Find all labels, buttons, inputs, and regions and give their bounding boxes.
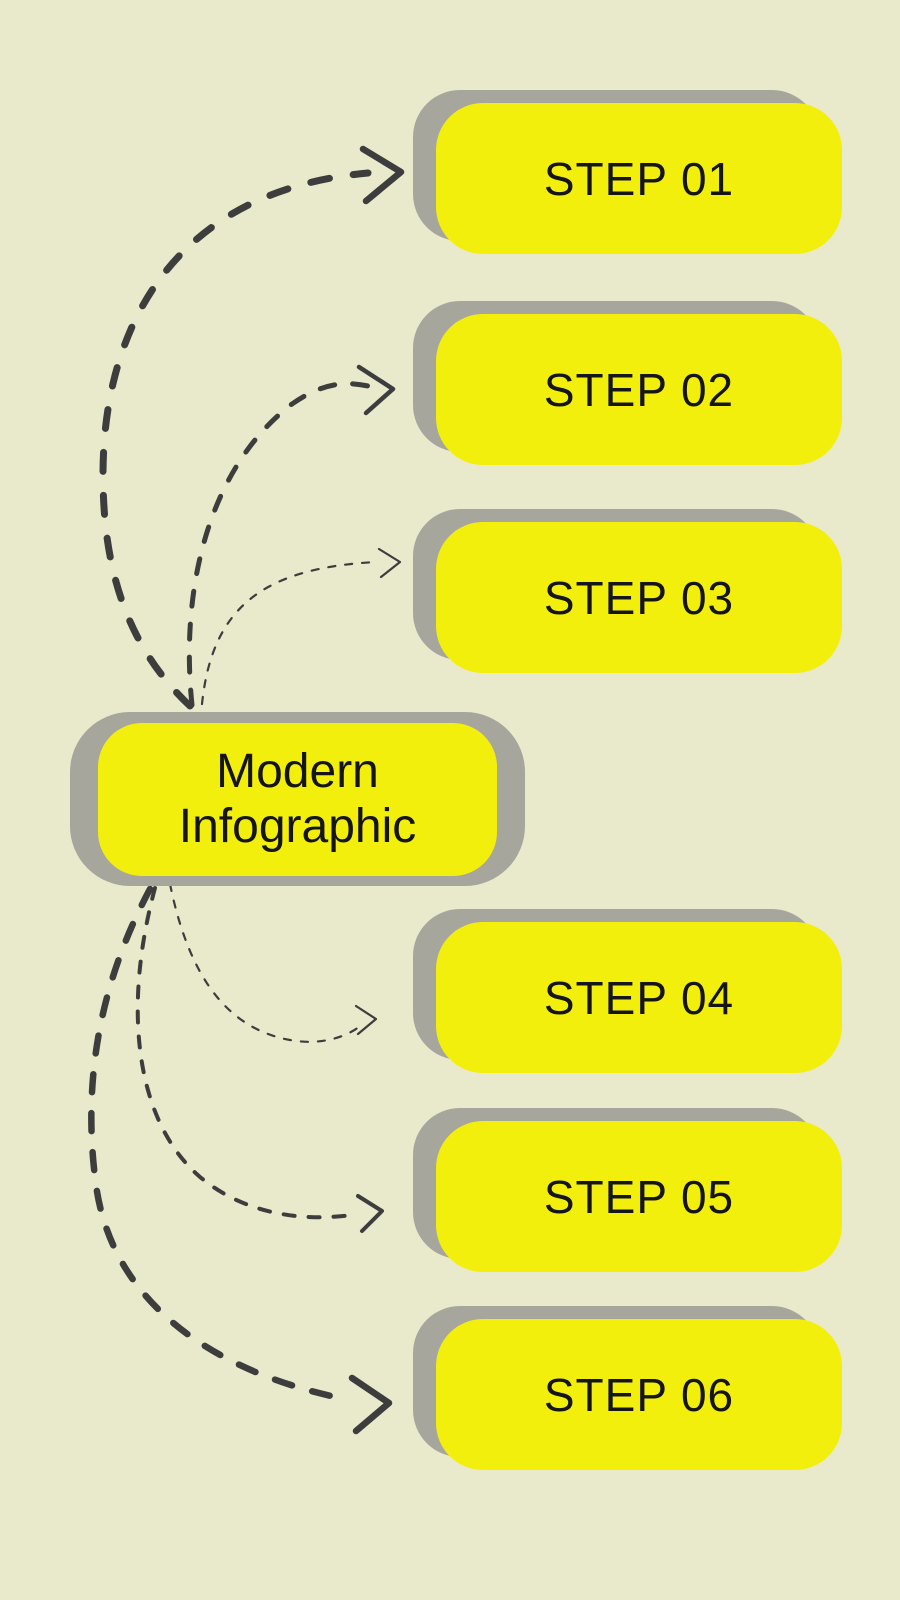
step-label-02: STEP 02 xyxy=(543,363,735,416)
step-label-06: STEP 06 xyxy=(543,1368,735,1421)
step-box-03-face: STEP 03 xyxy=(436,522,842,673)
step-box-06: STEP 06 xyxy=(413,1306,842,1470)
step-label-01: STEP 01 xyxy=(543,152,735,205)
step-box-01: STEP 01 xyxy=(413,90,842,254)
arrow-to-step-06 xyxy=(88,885,393,1435)
step-box-05: STEP 05 xyxy=(413,1108,842,1272)
step-box-03: STEP 03 xyxy=(413,509,842,673)
arrow-to-step-04 xyxy=(168,882,378,1043)
step-label-03: STEP 03 xyxy=(543,571,735,624)
step-box-04: STEP 04 xyxy=(413,909,842,1073)
step-box-05-face: STEP 05 xyxy=(436,1121,842,1272)
arrow-to-step-03 xyxy=(200,547,402,706)
arrow-to-step-05 xyxy=(135,886,384,1233)
step-box-04-face: STEP 04 xyxy=(436,922,842,1073)
center-node-label-line1: Modern xyxy=(216,745,379,799)
arrow-to-step-02 xyxy=(186,364,396,708)
step-box-01-face: STEP 01 xyxy=(436,103,842,254)
center-node-face: Modern Infographic xyxy=(98,723,497,876)
step-label-05: STEP 05 xyxy=(543,1170,735,1223)
step-label-04: STEP 04 xyxy=(543,971,735,1024)
arrow-to-step-01 xyxy=(99,145,405,710)
step-box-02: STEP 02 xyxy=(413,301,842,465)
step-box-06-face: STEP 06 xyxy=(436,1319,842,1470)
center-node: Modern Infographic xyxy=(70,712,525,886)
center-node-label-line2: Infographic xyxy=(178,799,417,853)
step-box-02-face: STEP 02 xyxy=(436,314,842,465)
